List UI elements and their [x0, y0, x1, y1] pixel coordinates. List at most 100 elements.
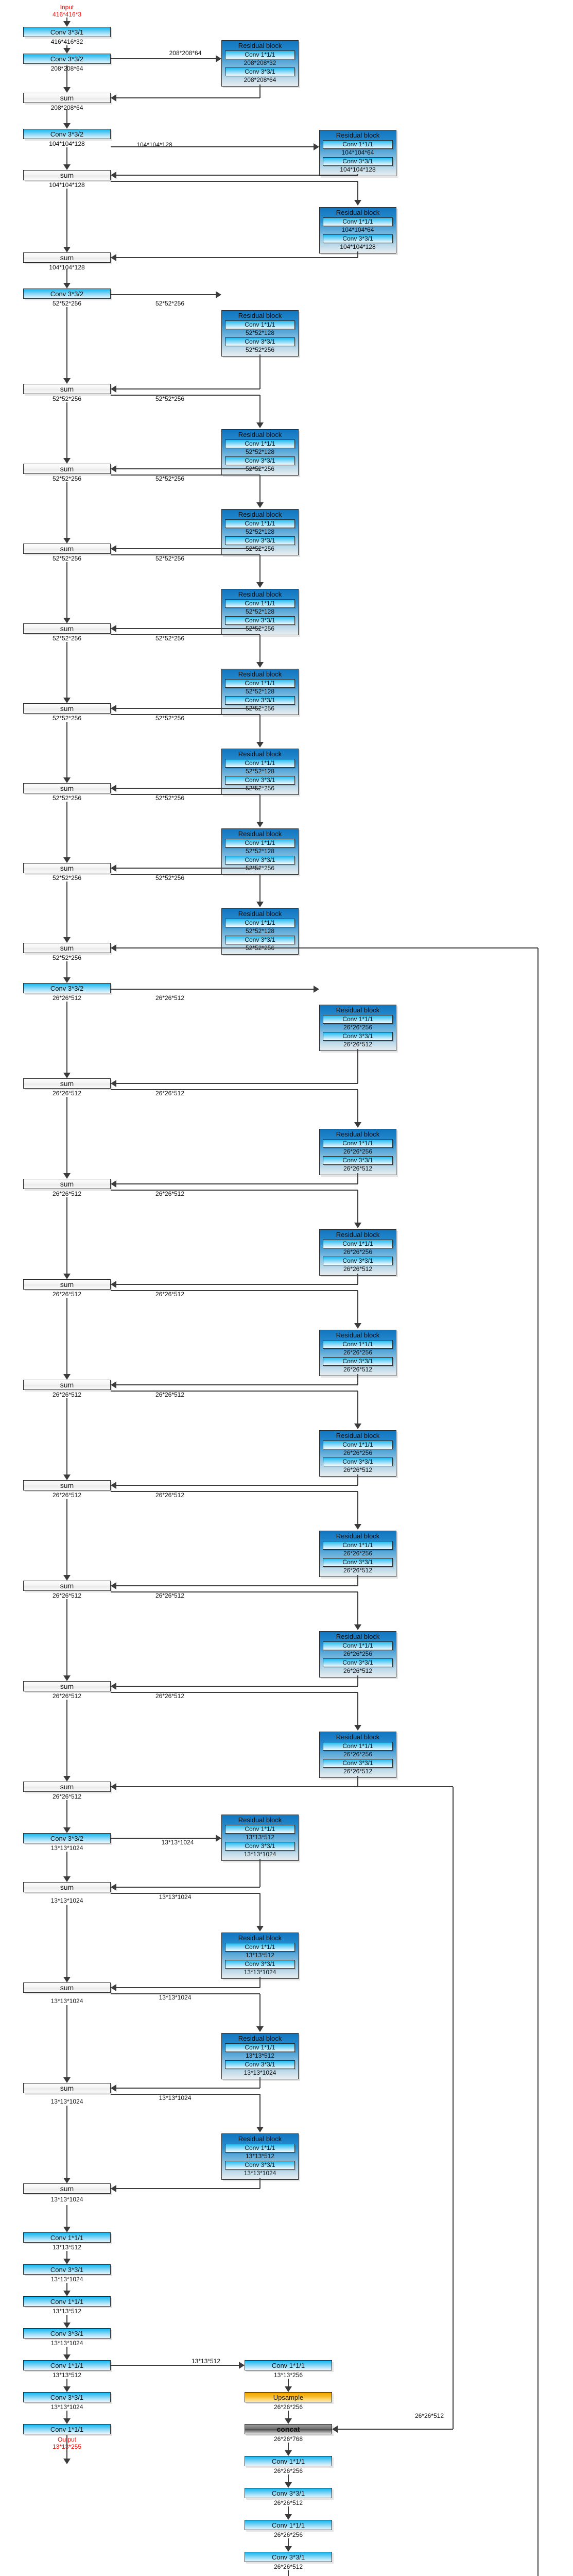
- resblock-26-5-conv2[interactable]: Conv 3*3/1: [323, 1457, 393, 1467]
- resblock-13-2-conv1[interactable]: Conv 1*1/1: [225, 1942, 295, 1952]
- resblock-52-6-conv2[interactable]: Conv 3*3/1: [225, 775, 295, 785]
- conv-down-13[interactable]: Conv 3*3/2: [23, 1833, 111, 1843]
- sum-52-5[interactable]: sum: [23, 703, 111, 714]
- resblock-13-1-conv1[interactable]: Conv 1*1/1: [225, 1824, 295, 1834]
- conv-stem-1[interactable]: Conv 3*3/1: [23, 27, 111, 37]
- head13-conv-5[interactable]: Conv 1*1/1: [23, 2360, 111, 2370]
- resblock-26-3-conv1[interactable]: Conv 1*1/1: [323, 1239, 393, 1249]
- sum-26-4[interactable]: sum: [23, 1380, 111, 1390]
- resblock-52-8-conv2[interactable]: Conv 3*3/1: [225, 935, 295, 945]
- resblock-52-5-conv1[interactable]: Conv 1*1/1: [225, 679, 295, 688]
- head26-node-5[interactable]: Conv 3*3/1: [245, 2488, 332, 2498]
- sum-208-1[interactable]: sum: [23, 93, 111, 103]
- conv-down-52[interactable]: Conv 3*3/2: [23, 289, 111, 299]
- head26-node-4[interactable]: Conv 1*1/1: [245, 2456, 332, 2466]
- resblock-52-7-conv2[interactable]: Conv 3*3/1: [225, 855, 295, 865]
- resblock-26-8-conv1[interactable]: Conv 1*1/1: [323, 1741, 393, 1751]
- sum-26-5[interactable]: sum: [23, 1480, 111, 1490]
- resblock-26-3-conv2[interactable]: Conv 3*3/1: [323, 1256, 393, 1266]
- sum-13-3[interactable]: sum: [23, 2083, 111, 2093]
- sum-26-1[interactable]: sum: [23, 1078, 111, 1089]
- resblock-13-4-conv1[interactable]: Conv 1*1/1: [225, 2143, 295, 2153]
- resblock-26-8-conv2[interactable]: Conv 3*3/1: [323, 1758, 393, 1768]
- sum-26-2[interactable]: sum: [23, 1179, 111, 1189]
- sum-52-4[interactable]: sum: [23, 623, 111, 634]
- resblock-13-1-conv2[interactable]: Conv 3*3/1: [225, 1841, 295, 1851]
- sum-52-8[interactable]: sum: [23, 943, 111, 953]
- head13-conv-3[interactable]: Conv 1*1/1: [23, 2296, 111, 2307]
- head26-node-7[interactable]: Conv 3*3/1: [245, 2552, 332, 2562]
- conv-down-104[interactable]: Conv 3*3/2: [23, 129, 111, 139]
- sum-104-2[interactable]: sum: [23, 252, 111, 263]
- head26-node-1[interactable]: Conv 1*1/1: [245, 2360, 332, 2370]
- head13-conv-6[interactable]: Conv 3*3/1: [23, 2392, 111, 2402]
- sum-26-3[interactable]: sum: [23, 1279, 111, 1290]
- resblock-26-4-conv2[interactable]: Conv 3*3/1: [323, 1357, 393, 1366]
- sum-13-2[interactable]: sum: [23, 1982, 111, 1993]
- resblock-13-4-conv2[interactable]: Conv 3*3/1: [225, 2160, 295, 2170]
- sum-104-1[interactable]: sum: [23, 170, 111, 180]
- sum-26-6[interactable]: sum: [23, 1581, 111, 1591]
- head13-conv-7[interactable]: Conv 1*1/1: [23, 2424, 111, 2434]
- resblock-26-6-conv2[interactable]: Conv 3*3/1: [323, 1557, 393, 1567]
- sum-13-1[interactable]: sum: [23, 1882, 111, 1892]
- resblock-104-2-conv2[interactable]: Conv 3*3/1: [323, 234, 393, 244]
- resblock-26-6-conv1[interactable]: Conv 1*1/1: [323, 1540, 393, 1550]
- resblock-208-1-conv2[interactable]: Conv 3*3/1: [225, 67, 295, 77]
- conv-down-208[interactable]: Conv 3*3/2: [23, 54, 111, 64]
- resblock-52-2-conv2[interactable]: Conv 3*3/1: [225, 456, 295, 466]
- sum-52-6[interactable]: sum: [23, 783, 111, 793]
- resblock-26-2-conv2[interactable]: Conv 3*3/1: [323, 1156, 393, 1165]
- resblock-104-1-conv1[interactable]: Conv 1*1/1: [323, 140, 393, 149]
- resblock-52-1-conv1[interactable]: Conv 1*1/1: [225, 320, 295, 330]
- resblock-26-7-conv1[interactable]: Conv 1*1/1: [323, 1641, 393, 1651]
- sum-26-7[interactable]: sum: [23, 1681, 111, 1691]
- resblock-52-8-conv1[interactable]: Conv 1*1/1: [225, 918, 295, 928]
- sum-52-7[interactable]: sum: [23, 863, 111, 873]
- resblock-52-3-conv2[interactable]: Conv 3*3/1: [225, 536, 295, 546]
- resblock-26-7-conv2[interactable]: Conv 3*3/1: [323, 1658, 393, 1668]
- resblock-52-6-conv1[interactable]: Conv 1*1/1: [225, 758, 295, 768]
- sum-52-2[interactable]: sum: [23, 464, 111, 474]
- resblock-13-3-conv1[interactable]: Conv 1*1/1: [225, 2043, 295, 2053]
- resblock-52-7-conv1[interactable]: Conv 1*1/1: [225, 838, 295, 848]
- resblock-26-2-conv1[interactable]: Conv 1*1/1: [323, 1139, 393, 1148]
- head26-node-3[interactable]: concat: [245, 2424, 332, 2434]
- sum-52-3[interactable]: sum: [23, 544, 111, 554]
- resblock-52-4-conv2[interactable]: Conv 3*3/1: [225, 616, 295, 625]
- head26-node-2[interactable]: Upsample: [245, 2392, 332, 2402]
- sum-13-4[interactable]: sum: [23, 2183, 111, 2194]
- resblock-13-2-conv2[interactable]: Conv 3*3/1: [225, 1959, 295, 1969]
- head26-node-6[interactable]: Conv 1*1/1: [245, 2520, 332, 2530]
- head13-conv-2[interactable]: Conv 3*3/1: [23, 2264, 111, 2275]
- resblock-13-3-conv2[interactable]: Conv 3*3/1: [225, 2060, 295, 2070]
- resblock-104-1-conv2[interactable]: Conv 3*3/1: [323, 157, 393, 166]
- head13-conv-4[interactable]: Conv 3*3/1: [23, 2328, 111, 2338]
- resblock-52-3-conv1[interactable]: Conv 1*1/1: [225, 519, 295, 529]
- resblock-26-4-conv1[interactable]: Conv 1*1/1: [323, 1340, 393, 1349]
- resblock-26-1-conv2[interactable]: Conv 3*3/1: [323, 1031, 393, 1041]
- head13-conv-1[interactable]: Conv 1*1/1: [23, 2232, 111, 2243]
- resblock-104-2-conv1[interactable]: Conv 1*1/1: [323, 217, 393, 227]
- resblock-26-5-conv1[interactable]: Conv 1*1/1: [323, 1440, 393, 1450]
- resblock-52-4-conv1[interactable]: Conv 1*1/1: [225, 599, 295, 608]
